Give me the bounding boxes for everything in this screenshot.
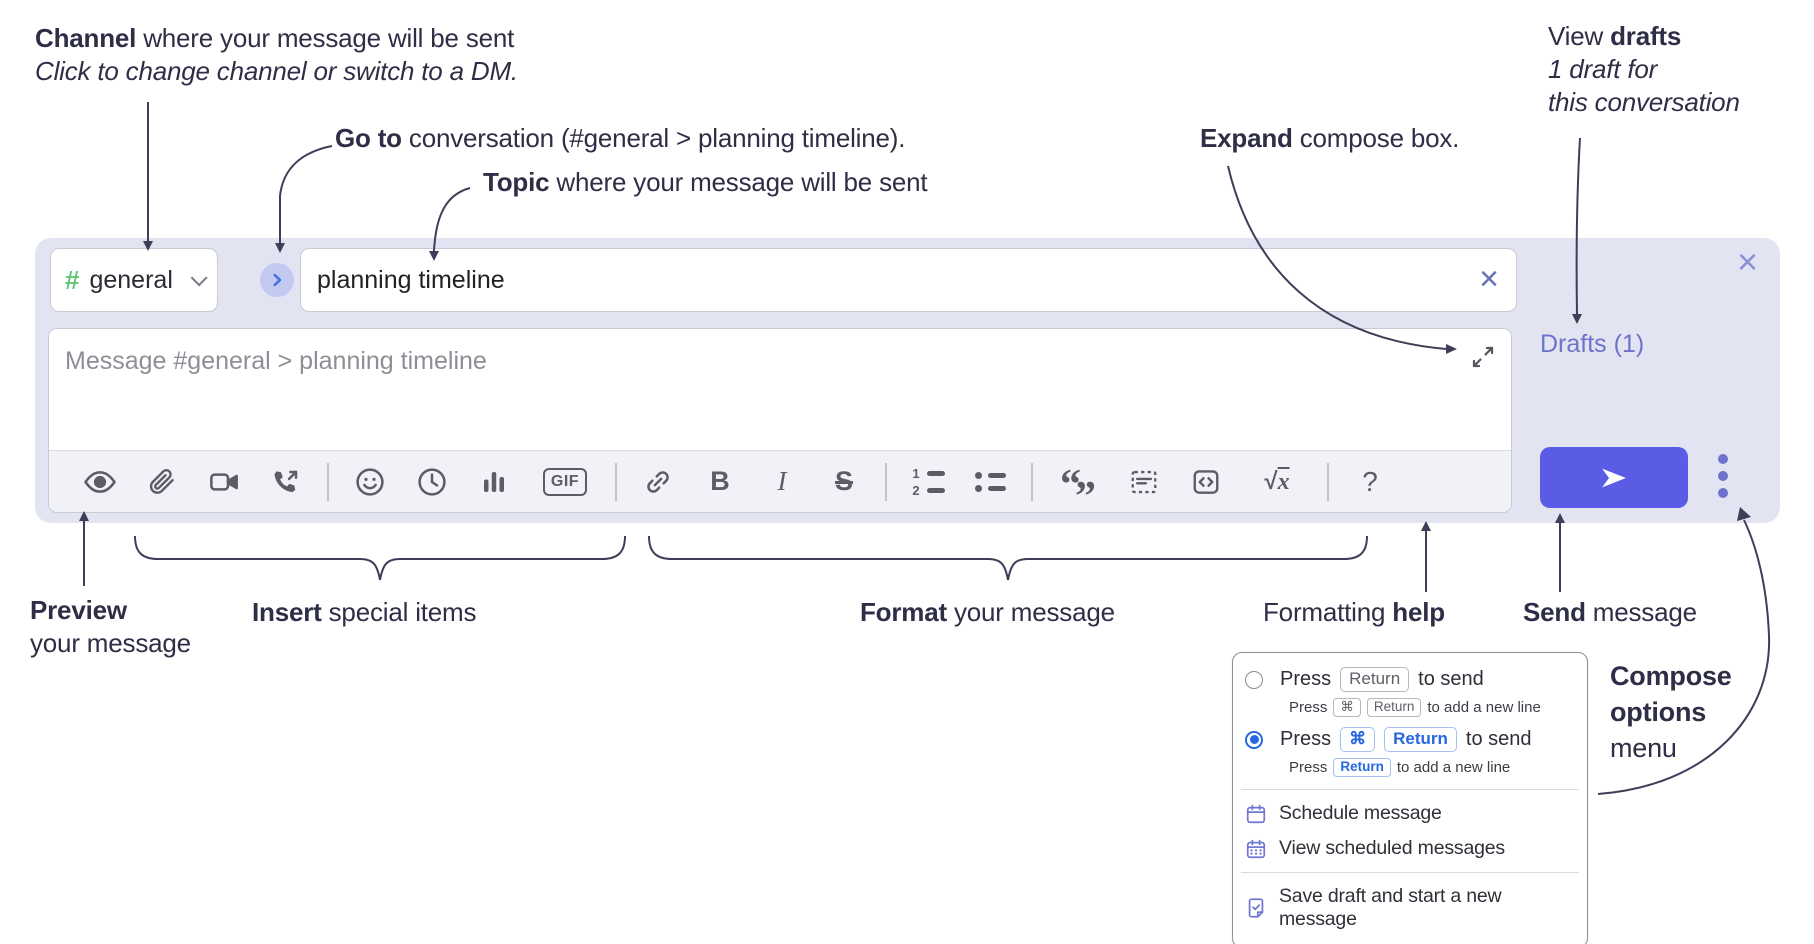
channel-note-bold: Channel [35,23,137,53]
radio-unselected-icon[interactable] [1245,670,1263,689]
radio-selected-icon[interactable] [1245,730,1263,749]
calendar-icon [1246,804,1266,823]
preview-note: Preview your message [30,595,191,658]
channel-note: Channel where your message will be sent … [35,22,518,88]
drafts-link[interactable]: Drafts (1) [1540,330,1645,358]
return-key: Return [1340,667,1410,692]
chevron-right-icon [273,273,282,287]
link-icon[interactable] [641,465,675,499]
poll-icon[interactable] [477,465,511,499]
cmd-enter-sends-subtext: Press Return to add a new line [1289,758,1511,777]
toolbar-divider [615,462,617,501]
compose-options-note: Compose options menu [1610,661,1732,763]
send-plane-icon [1602,468,1626,487]
bold-icon[interactable]: B [710,466,730,496]
channel-name: general [89,265,173,294]
math-icon[interactable]: √x [1264,467,1290,495]
topic-input[interactable] [300,248,1517,312]
return-key: Return [1384,727,1457,752]
insert-note: Insert special items [252,597,477,627]
attach-file-icon[interactable] [145,465,179,499]
chevron-down-icon [190,269,208,287]
return-key: Return [1366,698,1422,717]
topic-note: Topic where your message will be sent [483,167,928,197]
send-note: Send message [1523,597,1697,627]
channel-note-line2: Click to change channel or switch to a D… [35,56,518,86]
channel-selector[interactable]: # general [50,248,218,312]
topic-input-wrap: × [300,248,1517,312]
numbered-list-icon[interactable]: 1 2 [911,465,945,499]
compose-options-menu-button[interactable] [1709,454,1737,498]
close-compose-icon[interactable]: × [1737,241,1759,282]
formatting-help-icon[interactable]: ? [1362,465,1378,497]
audio-call-icon[interactable] [269,465,303,499]
quote-icon[interactable]: “ ” [1060,461,1096,513]
schedule-time-icon[interactable] [415,465,449,499]
toolbar-divider [1031,462,1033,501]
compose-toolbar: GIF B I S 1 2 [49,450,1511,512]
schedule-message-item[interactable]: Schedule message [1245,796,1575,831]
drafts-note: View drafts 1 draft for this conversatio… [1548,21,1740,117]
preview-icon[interactable] [83,465,117,499]
save-draft-item[interactable]: Save draft and start a new message [1245,879,1575,937]
return-key: Return [1333,758,1391,777]
clear-topic-icon[interactable]: × [1479,260,1499,298]
spoiler-icon[interactable] [1127,465,1161,499]
channel-hash-icon: # [65,264,80,295]
code-icon[interactable] [1189,465,1223,499]
compose-box-panel: # general × × [35,238,1780,523]
menu-separator [1241,872,1579,873]
expand-compose-icon[interactable] [1471,345,1495,374]
enter-sends-subtext: Press ⌘ Return to add a new line [1289,698,1541,717]
channel-note-rest: where your message will be sent [136,23,515,53]
toolbar-divider [885,462,887,501]
enter-sends-option[interactable]: Press Return to send [1245,663,1575,696]
bulleted-list-icon[interactable] [973,465,1007,499]
video-call-icon[interactable] [207,465,241,499]
calendar-grid-icon [1246,839,1266,858]
message-box: GIF B I S 1 2 [48,328,1512,513]
toolbar-divider [327,462,329,501]
send-button[interactable] [1540,447,1688,508]
toolbar-divider [1327,462,1329,501]
format-note: Format your message [860,597,1115,627]
cmd-enter-sends-option[interactable]: Press ⌘ Return to send [1245,723,1575,756]
emoji-icon[interactable] [353,465,387,499]
menu-separator [1241,789,1579,790]
expand-note: Expand compose box. [1200,123,1460,153]
go-to-conversation-button[interactable] [260,263,294,297]
strikethrough-icon[interactable]: S [834,466,853,496]
message-input[interactable] [49,329,1511,450]
italic-icon[interactable]: I [777,466,787,496]
formatting-help-note: Formatting help [1263,597,1445,627]
gif-icon[interactable]: GIF [539,465,591,499]
cmd-key: ⌘ [1333,698,1361,717]
compose-options-menu: Press Return to send Press ⌘ Return to a… [1232,652,1588,944]
goto-note: Go to conversation (#general > planning … [335,123,906,153]
view-scheduled-messages-item[interactable]: View scheduled messages [1245,831,1575,866]
cmd-key: ⌘ [1340,727,1376,752]
save-draft-icon [1248,898,1264,918]
